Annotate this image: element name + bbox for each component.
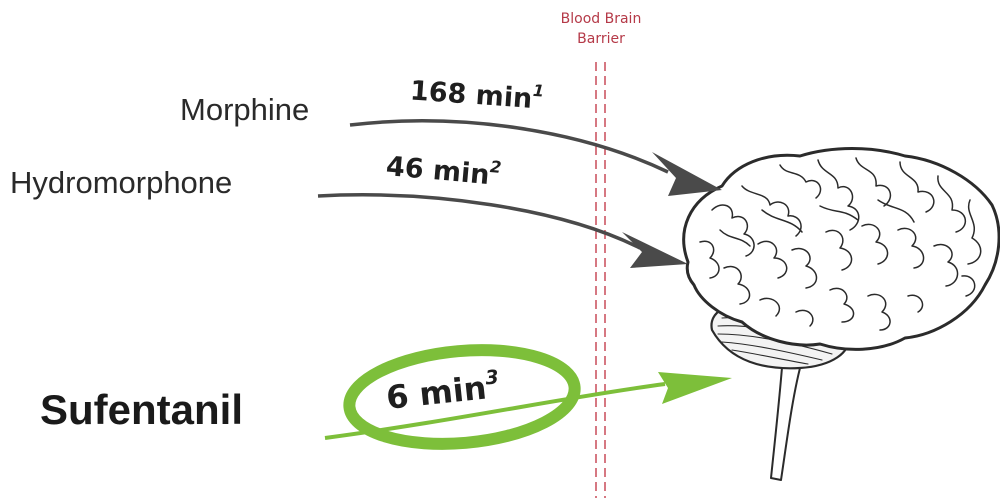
barrier-label-line1: Blood Brain (541, 9, 661, 29)
reference-1: 1 (532, 81, 545, 101)
reference-3: 3 (484, 366, 500, 390)
drug-label-hydromorphone: Hydromorphone (10, 165, 232, 201)
drug-label-sufentanil: Sufentanil (40, 386, 243, 434)
drug-label-morphine: Morphine (180, 92, 309, 128)
reference-2: 2 (489, 157, 502, 177)
blood-brain-barrier-line (596, 62, 605, 498)
barrier-label: Blood Brain Barrier (541, 9, 661, 49)
hydromorphone-arrow (318, 195, 688, 268)
barrier-label-line2: Barrier (541, 29, 661, 49)
brain-icon (684, 149, 999, 481)
